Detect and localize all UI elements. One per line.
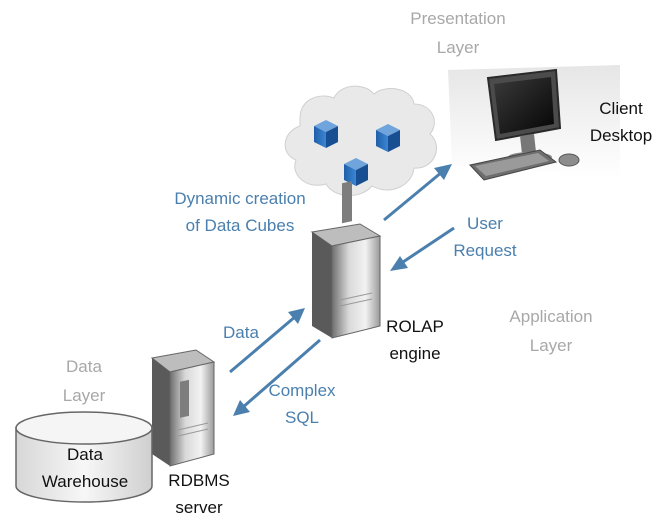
- cube-icon: [344, 158, 368, 186]
- arrowhead: [288, 308, 305, 324]
- data-warehouse-cylinder: [15, 411, 153, 503]
- mouse-icon: [558, 153, 580, 167]
- rdbms-server-icon: [150, 349, 216, 467]
- data-cubes-cloud: [284, 85, 438, 196]
- rolap-server-icon: [310, 181, 382, 339]
- flow-arrows: [229, 164, 455, 416]
- data-warehouse-label: Data Warehouse: [41, 445, 129, 492]
- application-layer-label: Application Layer: [509, 307, 593, 356]
- cube-icon: [314, 120, 338, 148]
- arrowhead: [434, 164, 452, 180]
- arrowhead: [390, 256, 408, 271]
- complex-sql-label: Complex SQL: [268, 381, 336, 428]
- data-flow-label: Data: [223, 323, 259, 342]
- presentation-layer-label: Presentation Layer: [410, 9, 506, 58]
- arrow-data: [229, 314, 297, 374]
- client-desktop-group: [448, 65, 620, 181]
- rdbms-server-label: RDBMS server: [168, 471, 230, 518]
- data-layer-label: Data Layer: [62, 357, 106, 406]
- keyboard-icon: [469, 149, 558, 181]
- client-desktop-label: Client Desktop: [589, 99, 653, 146]
- rolap-engine-label: ROLAP engine: [386, 317, 444, 364]
- arrow-up-right: [383, 170, 443, 222]
- arrowhead: [233, 400, 250, 416]
- arrow-down-left: [399, 226, 455, 266]
- monitor-icon: [486, 68, 562, 162]
- dynamic-cubes-label: Dynamic creation of Data Cubes: [174, 189, 306, 236]
- user-request-label: User Request: [453, 214, 517, 261]
- cube-icon: [376, 124, 400, 152]
- arrow-complex-sql: [241, 338, 321, 410]
